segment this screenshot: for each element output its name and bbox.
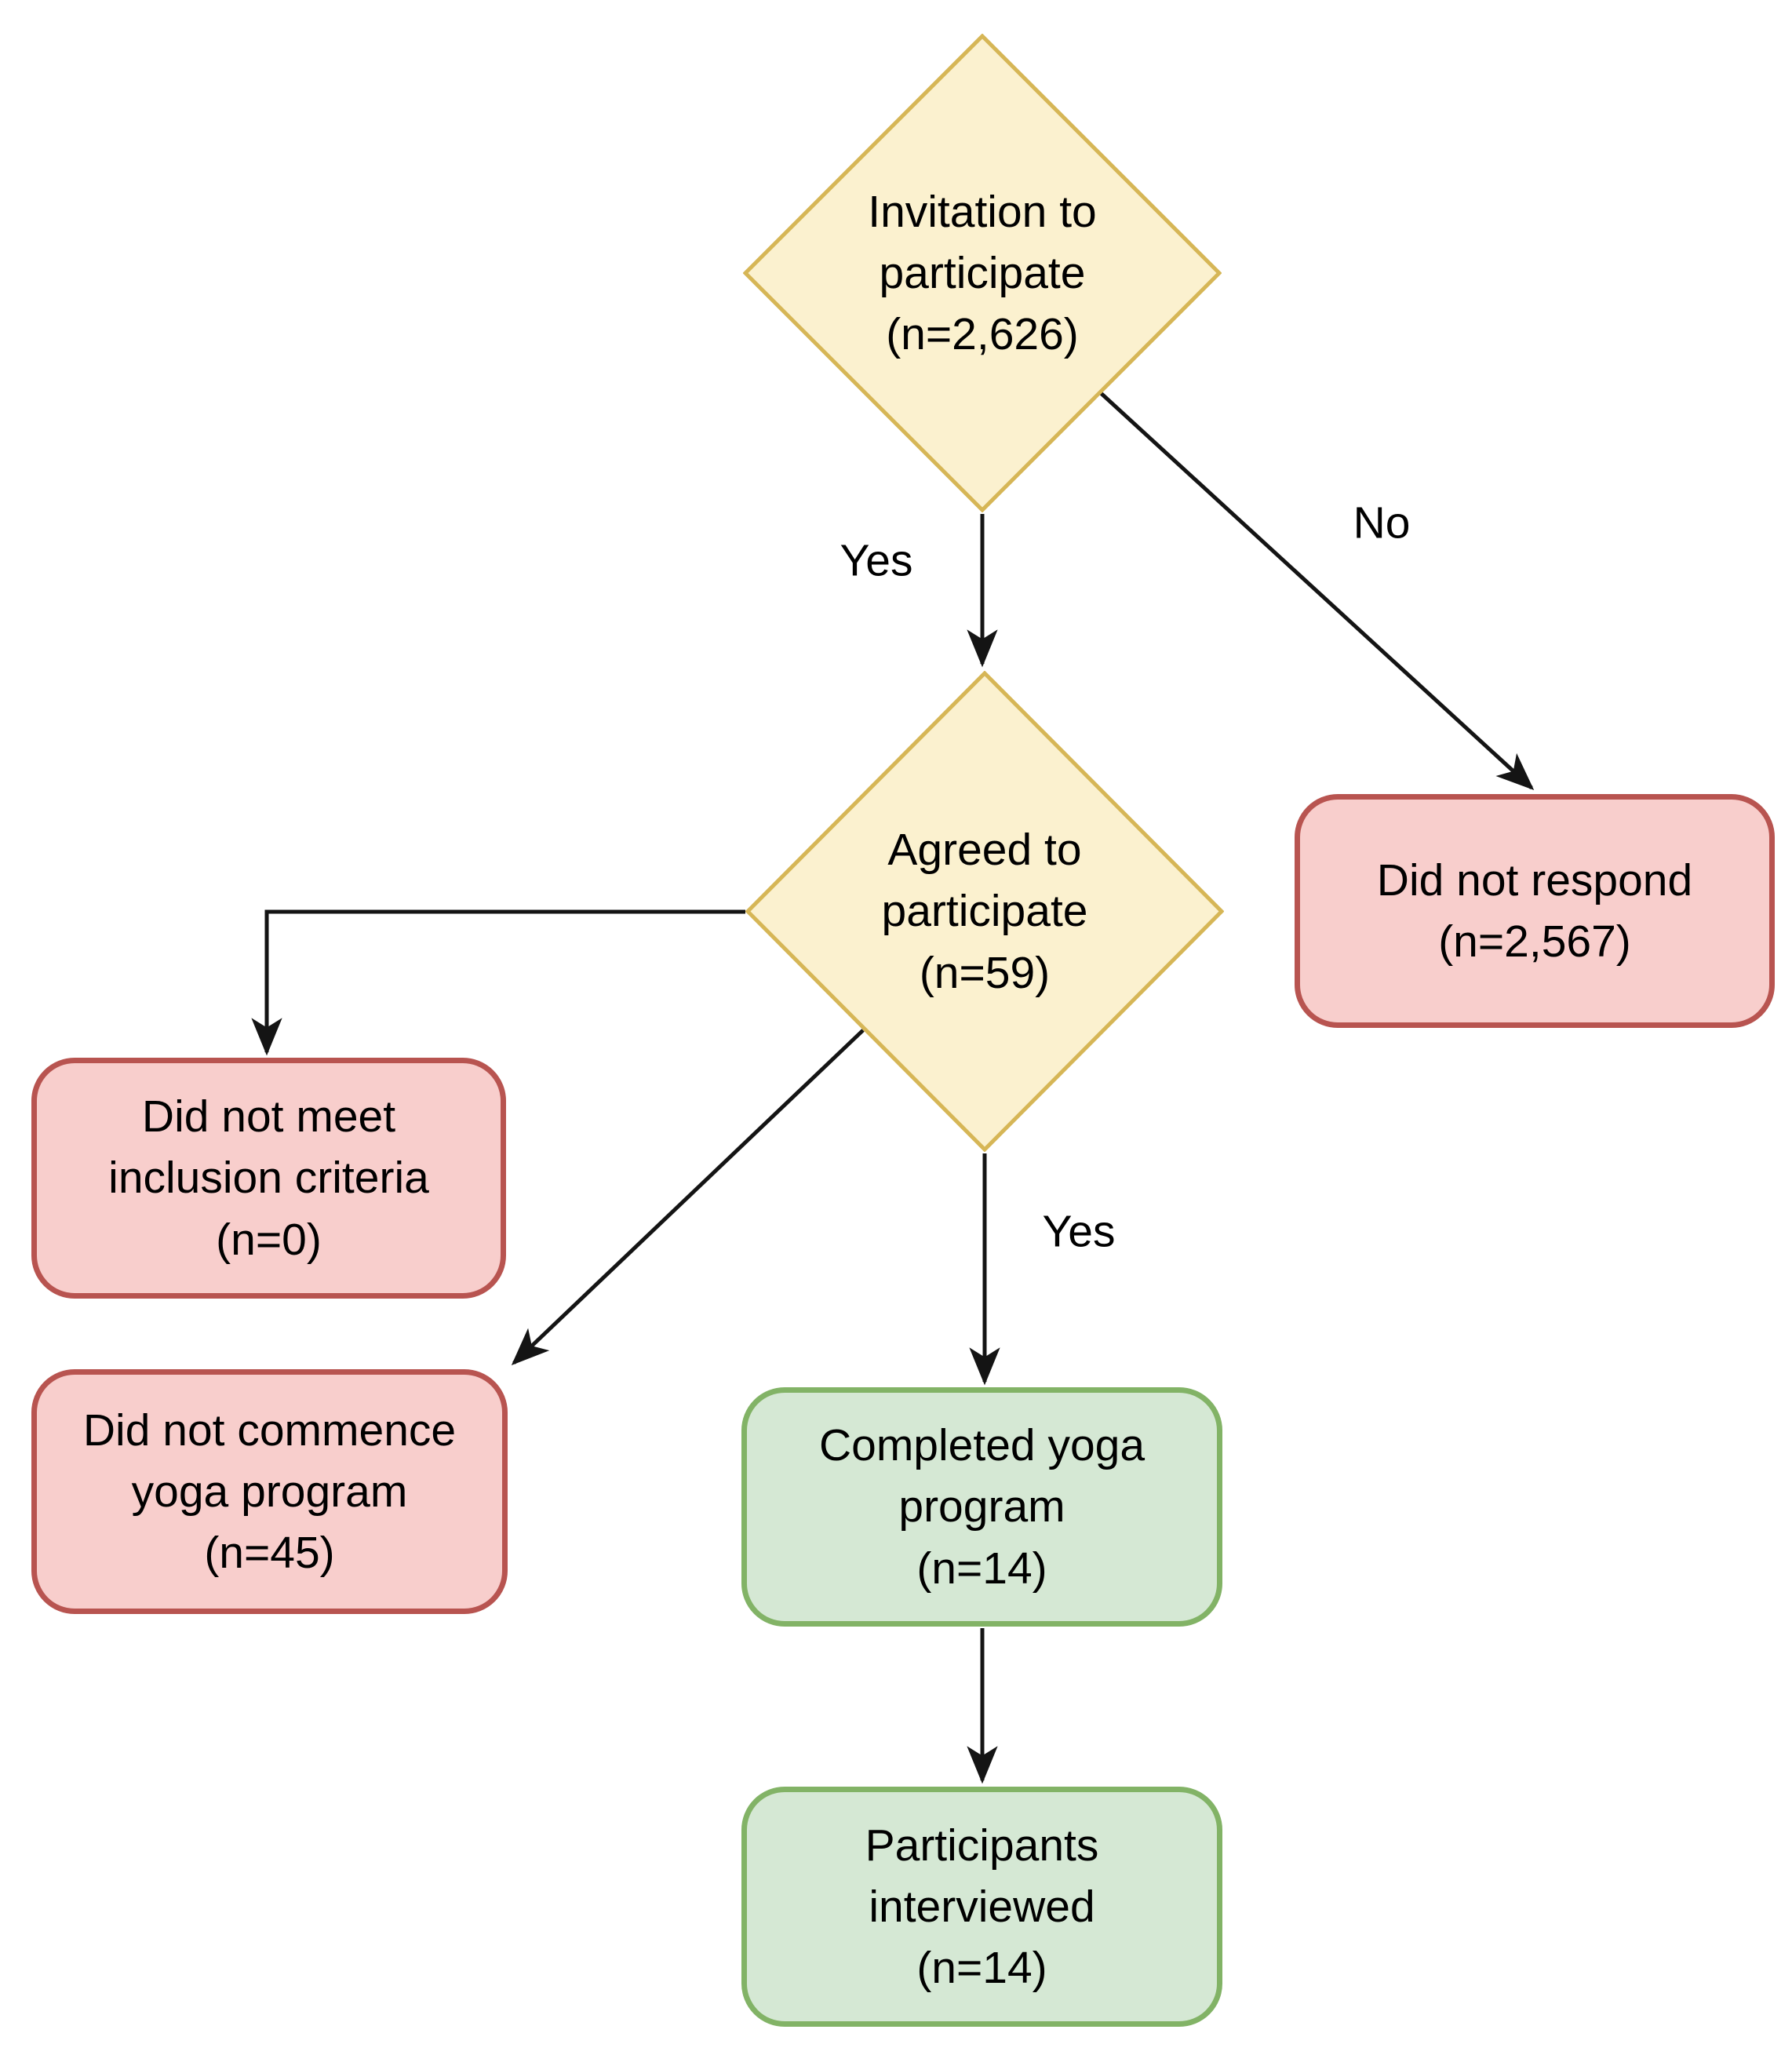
outcome-participants-interviewed-label: Participants interviewed (n=14) [865,1820,1099,1994]
edge-agreed-did-not-commence [511,1029,865,1366]
decision-invitation-label: Invitation to participate (n=2,626) [868,186,1097,360]
outcome-completed-program-label: Completed yoga program (n=14) [818,1420,1145,1594]
edge-label-no-invitation: No [1348,499,1415,548]
outcome-completed-program: Completed yoga program (n=14) [741,1387,1222,1627]
edge-invitation-no [1098,391,1535,790]
outcome-did-not-respond: Did not respond (n=2,567) [1295,794,1775,1028]
outcome-did-not-commence-label: Did not commence yoga program (n=45) [82,1405,457,1579]
decision-agreed: Agreed to participate (n=59) [745,671,1224,1152]
edge-label-yes-agreed: Yes [1037,1208,1120,1256]
edge-agreed-did-not-meet-inclusion [251,909,745,1056]
decision-invitation: Invitation to participate (n=2,626) [743,34,1222,512]
edge-label-yes-invitation: Yes [835,537,918,585]
diamond-shape [743,34,1222,512]
decision-agreed-label: Agreed to participate (n=59) [881,825,1088,998]
diamond-shape [745,671,1224,1152]
outcome-did-not-respond-label: Did not respond (n=2,567) [1376,854,1693,967]
outcome-did-not-meet-inclusion: Did not meet inclusion criteria (n=0) [31,1058,506,1299]
outcome-did-not-meet-inclusion-label: Did not meet inclusion criteria (n=0) [108,1091,429,1265]
outcome-participants-interviewed: Participants interviewed (n=14) [741,1787,1222,2027]
outcome-did-not-commence: Did not commence yoga program (n=45) [31,1369,508,1614]
